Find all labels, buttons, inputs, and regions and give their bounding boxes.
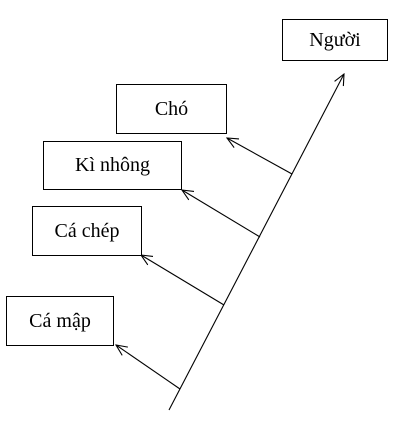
node-kinhong: Kì nhông: [43, 141, 182, 190]
node-label-nguoi: Người: [309, 28, 361, 51]
node-label-camap: Cá mập: [29, 309, 91, 332]
node-nguoi: Người: [282, 19, 388, 61]
node-cho: Chó: [116, 84, 227, 134]
node-label-cachep: Cá chép: [54, 219, 120, 242]
node-camap: Cá mập: [6, 296, 114, 346]
branch-arrow-camap: [116, 345, 181, 390]
node-label-kinhong: Kì nhông: [75, 154, 150, 176]
trunk-arrow: [168, 74, 344, 411]
node-cachep: Cá chép: [32, 206, 142, 256]
node-label-cho: Chó: [154, 97, 189, 120]
branch-arrow-kinhong: [182, 190, 261, 238]
branch-arrow-cachep: [141, 255, 225, 306]
branch-arrow-cho: [227, 138, 293, 175]
